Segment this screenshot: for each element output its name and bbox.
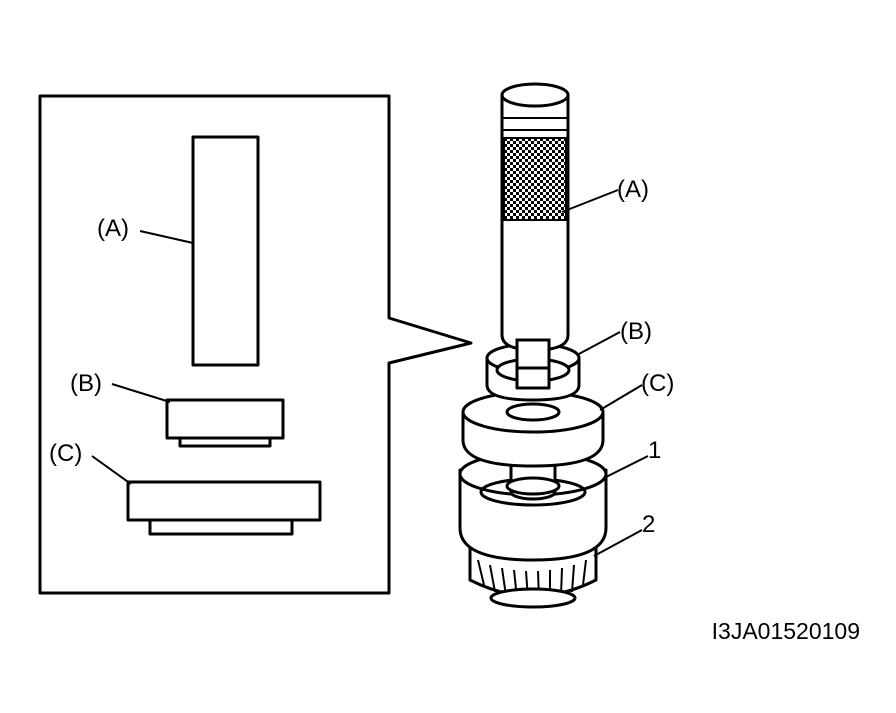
inset-tool-b-step — [178, 436, 272, 448]
inset-tool-c — [126, 480, 322, 522]
inset-tool-b — [165, 398, 285, 440]
main-b-leader — [576, 331, 621, 356]
main-label-a: (A) — [617, 176, 649, 203]
part-2-leader — [593, 529, 643, 557]
tool-c — [461, 390, 605, 468]
shaft-collar — [505, 476, 561, 496]
inset-c-leader — [91, 455, 132, 485]
part-1-label: 1 — [648, 437, 661, 464]
main-label-b: (B) — [620, 318, 652, 345]
inset-tool-c-step — [148, 518, 294, 536]
inset-label-c: (C) — [49, 440, 82, 467]
inset-tool-a — [191, 135, 260, 367]
inset-b-leader — [111, 383, 171, 403]
main-label-c: (C) — [641, 370, 674, 397]
part-1-leader — [603, 455, 649, 479]
main-a-leader — [561, 189, 619, 213]
inset-a-leader — [139, 230, 194, 244]
figure-code: I3JA01520109 — [712, 618, 860, 644]
part-2-label: 2 — [642, 511, 655, 538]
main-c-leader — [599, 384, 643, 411]
inset-label-b: (B) — [70, 370, 102, 397]
tool-a — [500, 82, 570, 370]
inset-label-a: (A) — [97, 215, 129, 242]
